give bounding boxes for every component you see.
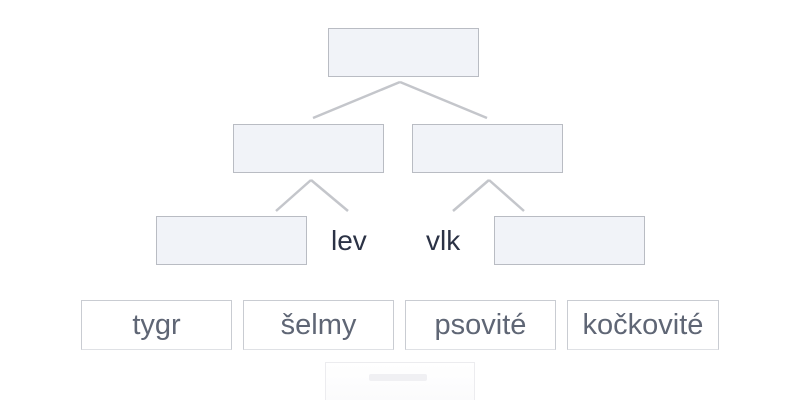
word-card-tygr[interactable]: tygr (81, 300, 232, 350)
right-leaf-drop-slot[interactable] (494, 216, 645, 265)
word-card-psovite[interactable]: psovité (405, 300, 556, 350)
left-branch-drop-slot[interactable] (233, 124, 384, 173)
root-drop-slot[interactable] (328, 28, 479, 77)
connector-left-to-slot (275, 179, 312, 212)
faded-button-label-bar (369, 374, 427, 381)
word-card-kockovite[interactable]: kočkovité (567, 300, 719, 350)
connector-left-to-lev (310, 179, 349, 212)
connector-root-right (399, 80, 488, 120)
word-card-selmy[interactable]: šelmy (243, 300, 394, 350)
right-branch-drop-slot[interactable] (412, 124, 563, 173)
leaf-word-vlk: vlk (426, 225, 461, 256)
leaf-word-lev: lev (331, 225, 367, 256)
left-leaf-drop-slot[interactable] (156, 216, 307, 265)
connector-right-to-vlk (452, 179, 490, 212)
faded-button-placeholder (325, 362, 475, 400)
connector-root-left (312, 80, 401, 120)
connector-right-to-slot (488, 179, 525, 212)
